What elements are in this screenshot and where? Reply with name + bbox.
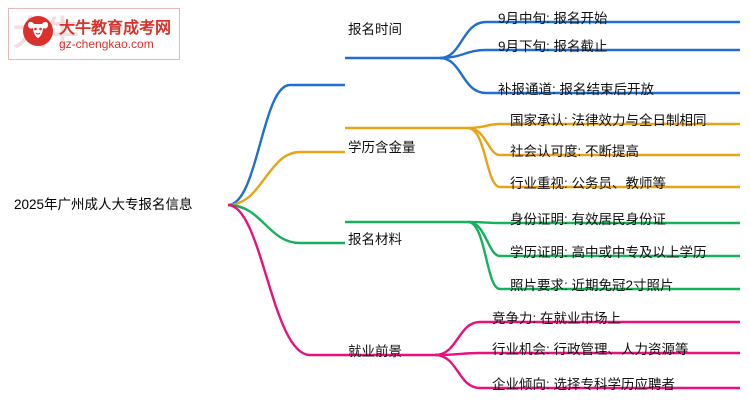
logo-site-url: gz-chengkao.com [59,37,154,51]
leaf-1-3: 补报通道: 报名结束后开放 [498,82,655,97]
leaf-4-1: 竞争力: 在就业市场上 [492,311,622,326]
leaf-2-3: 行业重视: 公务员、教师等 [510,176,667,191]
mindmap-root-label: 2025年广州成人大专报名信息 [14,197,193,212]
leaf-3-2: 学历证明: 高中或中专及以上学历 [510,245,707,260]
leaf-4-2: 行业机会: 行政管理、人力资源等 [492,342,689,357]
leaf-3-3: 照片要求: 近期免冠2寸照片 [510,278,674,293]
site-logo: 大牛 大牛教育成考网 gz-chengkao.com [8,8,180,60]
logo-brand-text: 大牛教育成考网 [59,20,172,37]
leaf-1-2: 9月下旬: 报名截止 [498,39,608,54]
branch-label-4: 就业前景 [348,344,402,359]
leaf-4-3: 企业倾向: 选择专科学历应聘者 [492,377,676,392]
branch-label-1: 报名时间 [348,22,402,37]
branch-label-3: 报名材料 [348,232,402,247]
branch-label-2: 学历含金量 [348,140,416,155]
leaf-1-1: 9月中旬: 报名开始 [498,11,608,26]
leaf-2-2: 社会认可度: 不断提高 [510,144,640,159]
bull-head-icon [23,16,53,46]
leaf-3-1: 身份证明: 有效居民身份证 [510,212,667,227]
leaf-2-1: 国家承认: 法律效力与全日制相同 [510,113,707,128]
